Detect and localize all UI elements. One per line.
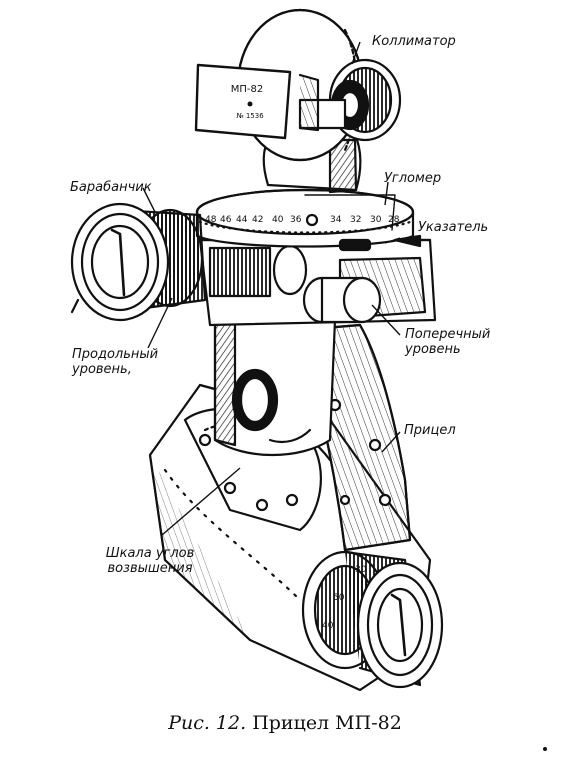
scale-number: 40 — [272, 215, 284, 225]
scale-number: 30 — [370, 215, 382, 225]
elevation-scale-label: Шкала углов возвышения — [105, 546, 195, 576]
goniometer-ring — [195, 188, 415, 248]
scale-number: 34 — [330, 215, 342, 225]
longitudinal-level-label: Продольный уровень, — [72, 347, 159, 377]
plate-model-text: МП-82 — [231, 84, 263, 95]
lower-drum-knob — [301, 550, 444, 689]
leader-lines — [142, 41, 401, 536]
figure-caption: Рис. 12. Прицел МП-82 — [0, 712, 570, 734]
transverse-level-label: Поперечный уровень — [405, 327, 491, 357]
caption-title: Прицел МП-82 — [252, 712, 402, 734]
scale-number: 32 — [350, 215, 361, 225]
scale-number: 36 — [290, 215, 302, 225]
longitudinal-level — [272, 244, 382, 324]
drum-number: 30 — [355, 565, 367, 575]
scale-number: 44 — [236, 215, 248, 225]
central-column — [213, 318, 337, 457]
plate-number-text: № 1536 — [236, 112, 264, 120]
drum-scale-numbers: 30 50 40 — [322, 565, 367, 631]
scale-number: 28 — [388, 215, 400, 225]
drum-number: 50 — [333, 593, 345, 603]
scale-number: 42 — [252, 215, 263, 225]
scale-number: 48 — [205, 215, 217, 225]
scale-number: 46 — [220, 215, 232, 225]
collimator-label: Коллиматор — [372, 34, 456, 49]
goniometer-label: Угломер — [384, 171, 442, 186]
pointer — [338, 234, 422, 252]
collimator-head — [194, 8, 402, 194]
drum-label: Барабанчик — [70, 180, 152, 195]
drum — [70, 202, 207, 322]
pointer-label: Указатель — [418, 220, 489, 235]
sight-label: Прицел — [404, 423, 456, 438]
drum-number: 40 — [322, 621, 334, 631]
caption-prefix: Рис. 12. — [168, 712, 247, 734]
